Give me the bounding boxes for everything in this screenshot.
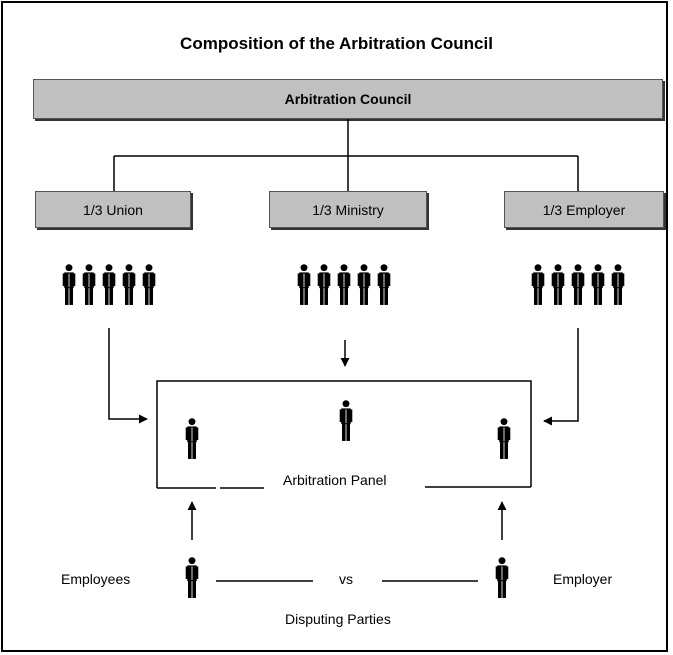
employer-people-icon: [531, 264, 625, 306]
employees-party-icon: [185, 557, 199, 599]
union-box: 1/3 Union: [35, 191, 191, 228]
diagram-title: Composition of the Arbitration Council: [180, 34, 493, 53]
panel-member-ministry-icon: [339, 400, 353, 442]
arbitration-panel-box: [156, 380, 532, 489]
arbitration-panel-label: Arbitration Panel: [283, 472, 387, 488]
employer-label: Employer: [553, 571, 613, 587]
arbitration-council-box: Arbitration Council: [33, 79, 663, 119]
employer-party-icon: [495, 557, 509, 599]
ministry-box: 1/3 Ministry: [269, 191, 427, 228]
panel-member-employer-icon: [497, 418, 511, 460]
employees-label: Employees: [61, 571, 131, 587]
ministry-people-icon: [297, 264, 391, 306]
disputing-parties-label: Disputing Parties: [285, 611, 391, 627]
panel-member-union-icon: [185, 418, 199, 460]
union-people-icon: [62, 264, 156, 306]
employer-box: 1/3 Employer: [504, 191, 664, 228]
vs-label: vs: [339, 571, 353, 587]
